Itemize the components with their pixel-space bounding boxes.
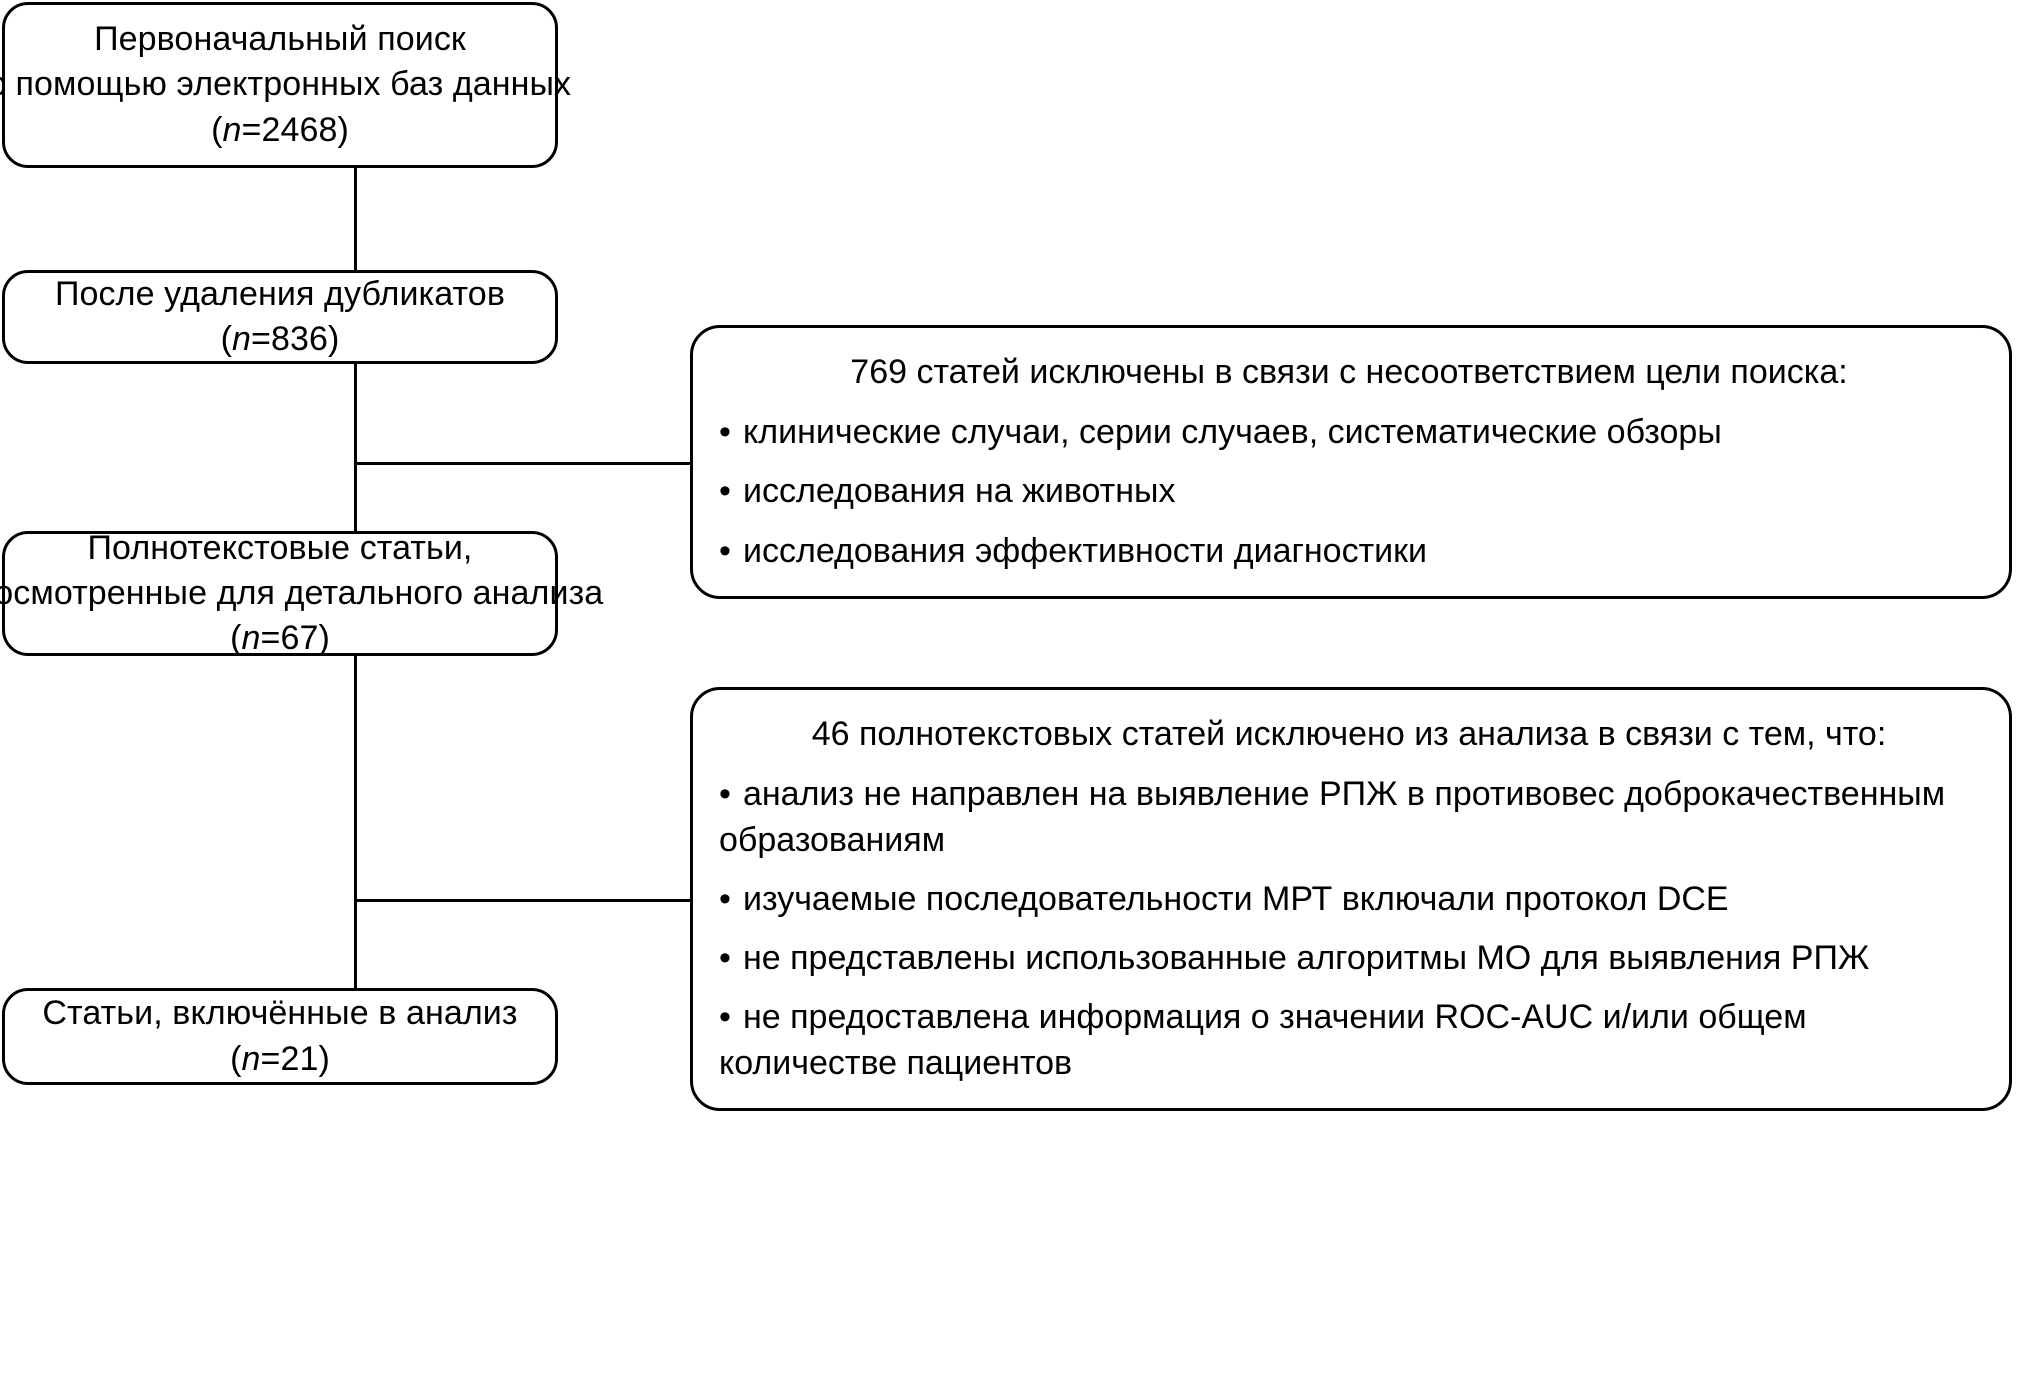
- node-after-duplicates-count: (n=836): [221, 317, 340, 362]
- paren-open: (: [211, 110, 223, 149]
- n-value: =836): [251, 320, 340, 358]
- node-initial-search-count: (n=2468): [211, 108, 349, 153]
- node-initial-search-line-2: с помощью электронных баз данных: [0, 65, 572, 104]
- exclusion-fulltext-heading: 46 полнотекстовых статей исключено из ан…: [811, 715, 1887, 754]
- exclusion-box-fulltext: 46 полнотекстовых статей исключено из ан…: [690, 687, 2012, 1111]
- node-fulltext-reviewed-line-1: Полнотекстовые статьи,: [87, 528, 473, 567]
- node-included-line-1: Статьи, включённые в анализ: [42, 994, 518, 1033]
- bullet-icon: •: [719, 775, 731, 814]
- bullet-icon: •: [719, 472, 731, 511]
- exclusion-fulltext-item-1-text: анализ не направлен на выявление РПЖ в п…: [719, 775, 1946, 859]
- paren-open: (: [230, 619, 242, 658]
- connector-duplicates-to-fulltext: [354, 364, 357, 531]
- bullet-icon: •: [719, 531, 731, 570]
- exclusion-screening-item-1-text: клинические случаи, серии случаев, систе…: [743, 413, 1722, 452]
- node-fulltext-reviewed-line-2: просмотренные для детального анализа: [0, 573, 604, 612]
- n-symbol: n: [232, 320, 252, 358]
- n-value: =21): [260, 1039, 330, 1078]
- bullet-icon: •: [719, 413, 731, 452]
- n-symbol: n: [241, 1039, 261, 1078]
- connector-screening-exclusion: [354, 462, 690, 465]
- node-after-duplicates-line-1: После удаления дубликатов: [55, 274, 505, 313]
- node-fulltext-reviewed-count: (n=67): [230, 616, 330, 661]
- paren-open: (: [230, 1039, 242, 1078]
- exclusion-box-screening: 769 статей исключены в связи с несоответ…: [690, 325, 2012, 599]
- exclusion-fulltext-item-1: •анализ не направлен на выявление РПЖ в …: [719, 772, 1979, 862]
- node-included-count: (n=21): [230, 1037, 330, 1082]
- n-symbol: n: [241, 619, 261, 658]
- exclusion-fulltext-item-4-text: не предоставлена информация о значении R…: [719, 998, 1807, 1082]
- exclusion-screening-item-2-text: исследования на животных: [743, 472, 1176, 511]
- node-initial-search: Первоначальный поиск с помощью электронн…: [0, 2, 571, 168]
- n-value: =67): [260, 619, 330, 658]
- exclusion-fulltext-item-3-text: не представлены использованные алгоритмы…: [743, 939, 1870, 978]
- node-after-duplicates: После удаления дубликатов (n=836): [2, 270, 558, 364]
- bullet-icon: •: [719, 998, 731, 1037]
- exclusion-screening-item-3: • исследования эффективности диагностики: [719, 529, 1979, 574]
- exclusion-fulltext-item-2: • изучаемые последовательности МРТ включа…: [719, 877, 1979, 922]
- connector-fulltext-exclusion: [354, 899, 690, 902]
- node-initial-search-line-1: Первоначальный поиск: [94, 20, 466, 59]
- node-included: Статьи, включённые в анализ (n=21): [2, 988, 558, 1085]
- paren-open: (: [220, 320, 232, 358]
- exclusion-screening-item-2: • исследования на животных: [719, 469, 1979, 514]
- exclusion-screening-heading: 769 статей исключены в связи с несоответ…: [850, 353, 1848, 392]
- exclusion-screening-item-3-text: исследования эффективности диагностики: [743, 531, 1428, 570]
- n-symbol: n: [222, 110, 242, 149]
- n-value: =2468): [241, 110, 349, 149]
- exclusion-fulltext-item-4: •не предоставлена информация о значении …: [719, 995, 1979, 1085]
- connector-fulltext-to-included: [354, 656, 357, 988]
- exclusion-fulltext-item-3: • не представлены использованные алгоритм…: [719, 936, 1979, 981]
- bullet-icon: •: [719, 939, 731, 978]
- exclusion-fulltext-item-2-text: изучаемые последовательности МРТ включал…: [743, 879, 1729, 918]
- bullet-icon: •: [719, 879, 731, 918]
- node-fulltext-reviewed: Полнотекстовые статьи, просмотренные для…: [0, 529, 603, 657]
- exclusion-screening-item-1: • клинические случаи, серии случаев, сист…: [719, 410, 1979, 455]
- connector-initial-to-duplicates: [354, 168, 357, 270]
